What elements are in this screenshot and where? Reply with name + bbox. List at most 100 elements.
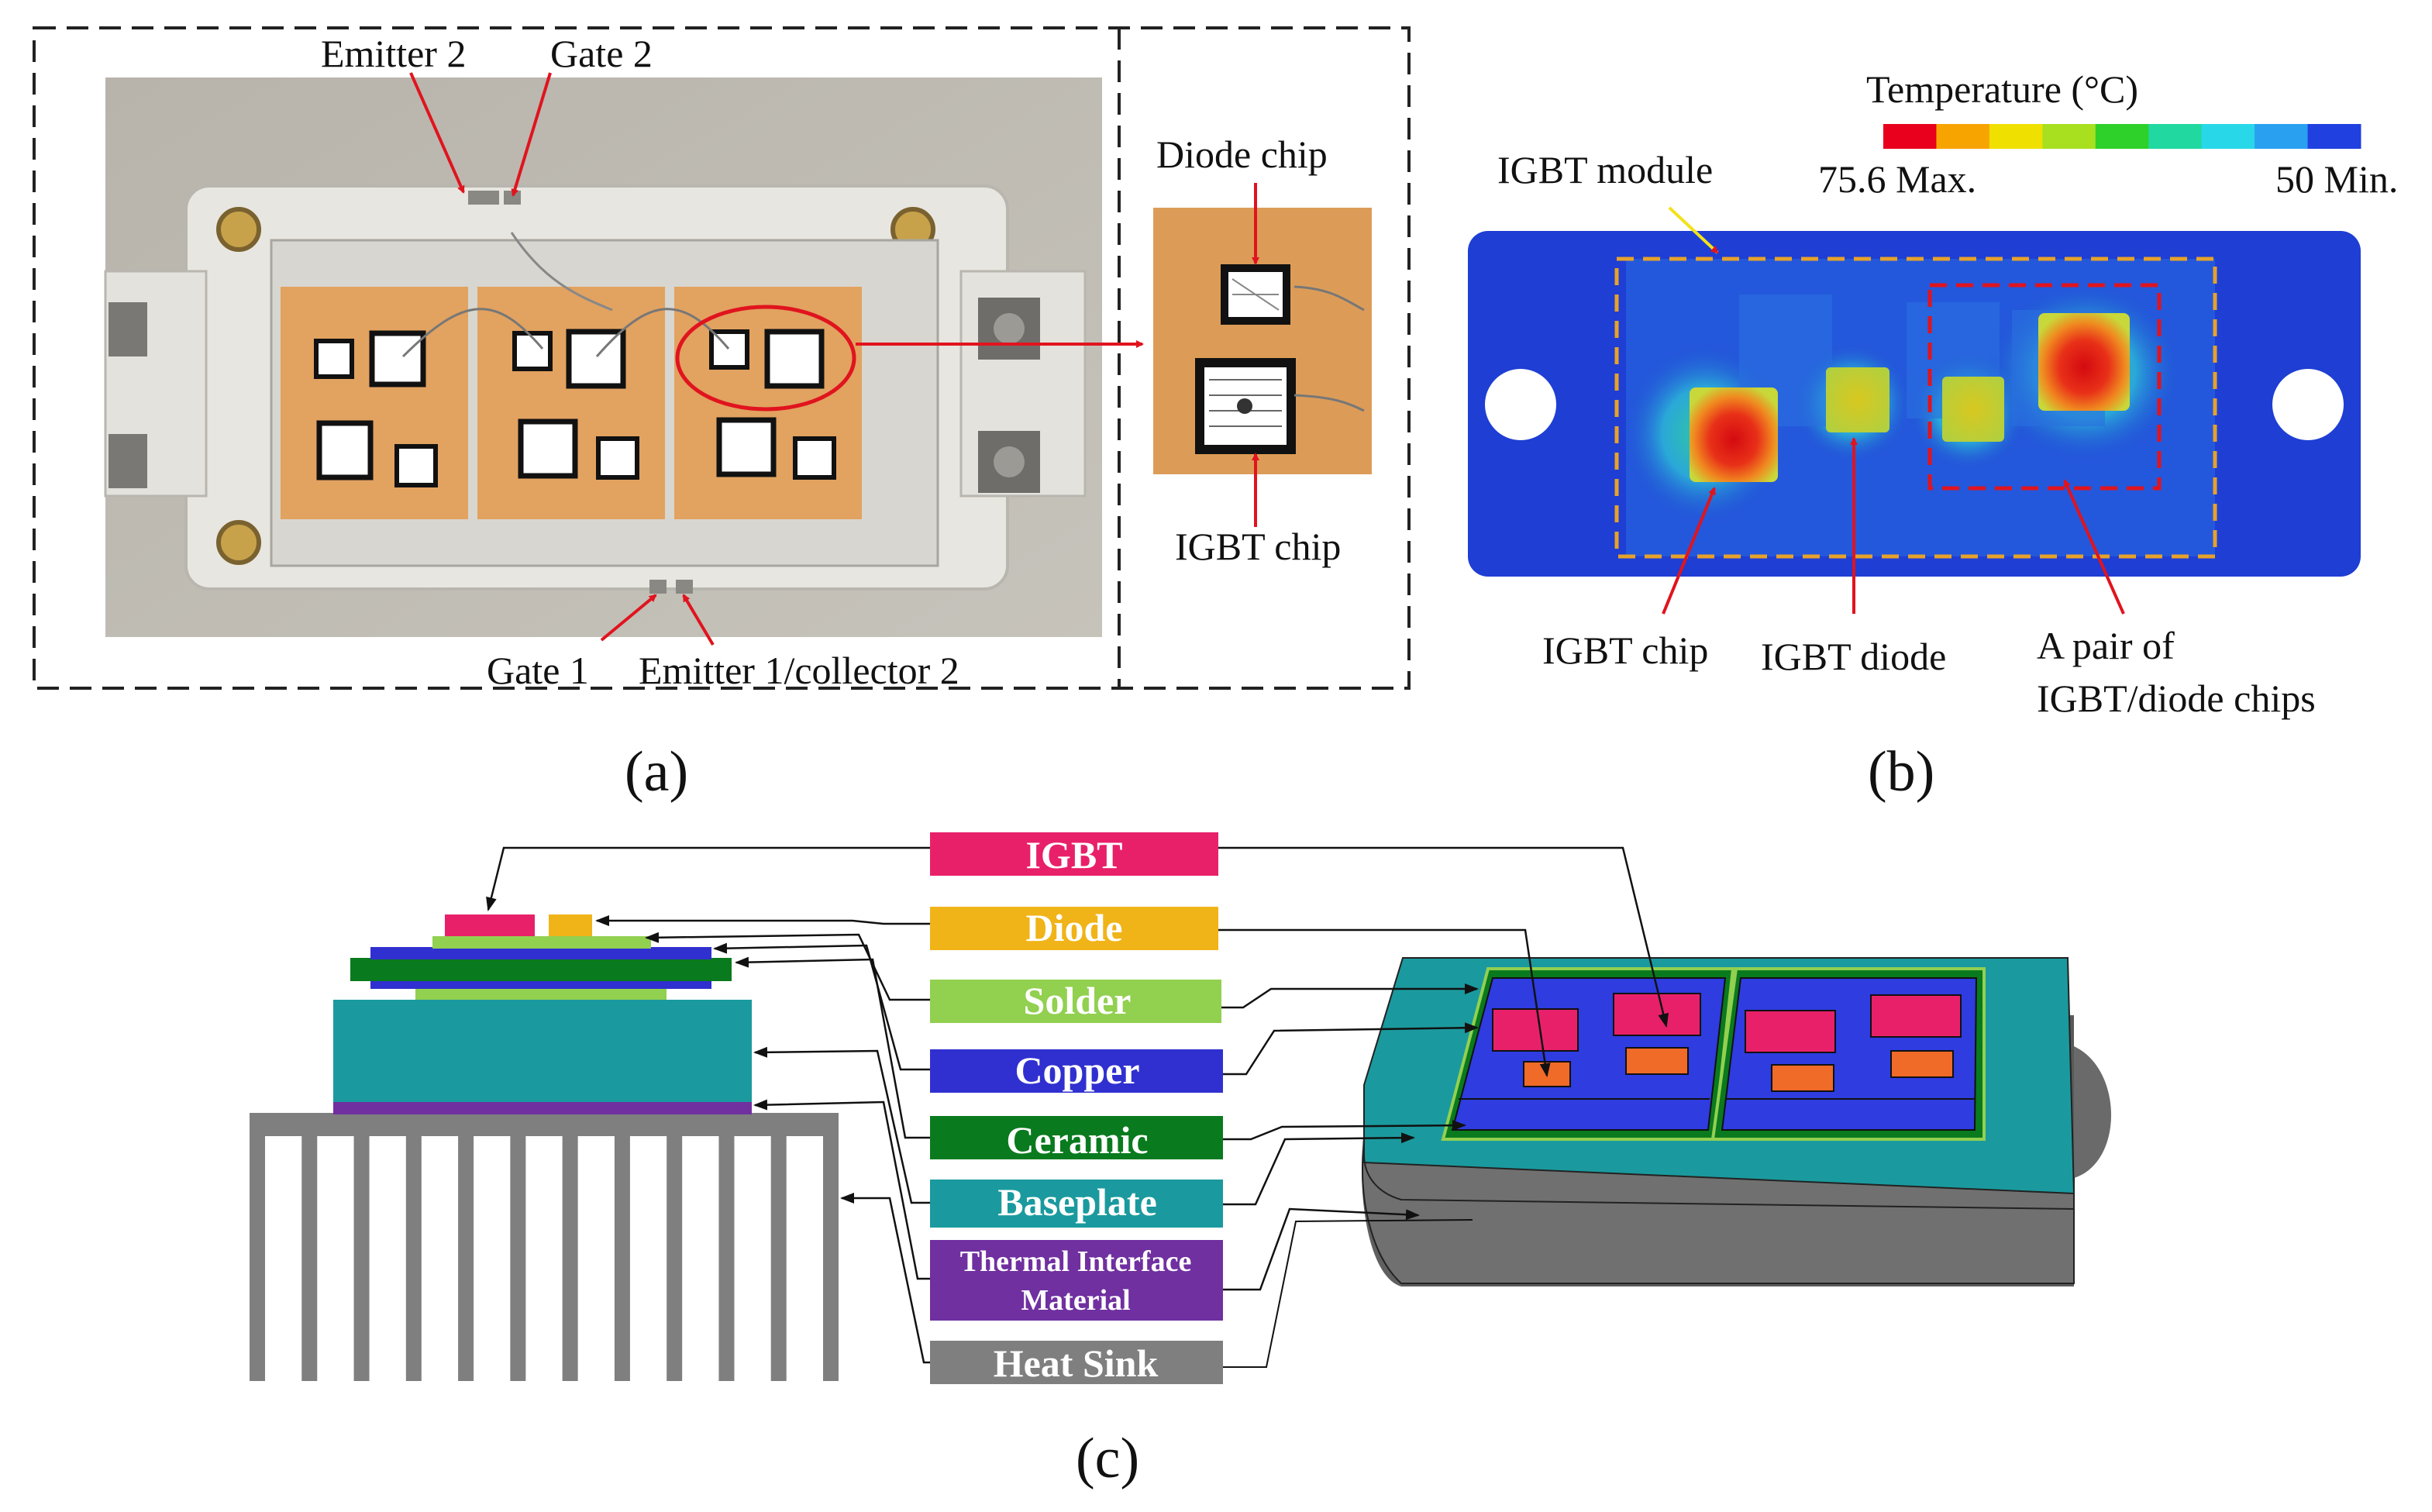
panel-c: IGBT Diode Solder Copper Ceramic Basepla… bbox=[250, 832, 2111, 1490]
igbt-chip-3d bbox=[1870, 994, 1962, 1038]
legend-title: Temperature (°C) bbox=[1866, 67, 2138, 111]
mount-hole bbox=[216, 207, 261, 252]
heatsink-fin bbox=[301, 1136, 318, 1381]
dbc-substrate bbox=[477, 287, 665, 519]
emitter1-arrow bbox=[682, 594, 715, 646]
layer-label-solder: Solder bbox=[1024, 979, 1132, 1022]
heatsink-fin bbox=[614, 1136, 630, 1381]
ceramic-layer bbox=[350, 958, 732, 981]
leader-lines-right bbox=[1218, 846, 1669, 1368]
pair-label-line2: IGBT/diode chips bbox=[2037, 677, 2316, 720]
layer-label-diode: Diode bbox=[1026, 906, 1123, 949]
panel-b-caption: (b) bbox=[1868, 740, 1934, 804]
panel-c-caption: (c) bbox=[1076, 1427, 1139, 1490]
heatsink-fin bbox=[823, 1136, 839, 1381]
module-arrow bbox=[1668, 206, 1719, 254]
module-outline bbox=[1614, 257, 2217, 559]
solder-layer bbox=[432, 936, 651, 949]
gate2-arrow bbox=[511, 72, 552, 197]
layer-stack-cross-section bbox=[250, 914, 839, 1381]
leader-lines-left bbox=[486, 846, 930, 1364]
mount-hole bbox=[216, 520, 261, 565]
zoom-inset bbox=[1153, 208, 1372, 474]
colorbar-segment bbox=[2042, 124, 2096, 149]
terminal-left-bottom bbox=[109, 434, 147, 488]
layer-label-copper: Copper bbox=[1014, 1049, 1139, 1092]
gate1-arrow bbox=[600, 594, 657, 642]
heatsink-top bbox=[250, 1113, 839, 1136]
colorbar-segment bbox=[2307, 124, 2361, 149]
emitter1-label: Emitter 1/collector 2 bbox=[639, 649, 959, 692]
layer-box-solder bbox=[930, 980, 1221, 1023]
colorbar-segment bbox=[1936, 124, 1990, 149]
layer-legend: IGBT Diode Solder Copper Ceramic Basepla… bbox=[930, 832, 1223, 1385]
panel-b: Temperature (°C) 75.6 Max. 50 Min. bbox=[1468, 67, 2398, 804]
solder-bottom bbox=[415, 989, 667, 1000]
diode-chip-3d bbox=[1771, 1064, 1834, 1092]
diode-chip-3d bbox=[1890, 1050, 1954, 1078]
pair-label-line1: A pair of bbox=[2037, 624, 2175, 667]
baseplate-layer bbox=[333, 1000, 752, 1102]
panel-a: Emitter 2 Gate 2 Gate 1 Emitter 1/collec… bbox=[33, 26, 1411, 804]
warm-diode bbox=[1826, 367, 1889, 432]
heatsink-fin bbox=[250, 1136, 265, 1381]
legend-min-label: 50 Min. bbox=[2275, 157, 2398, 201]
chip-callout-label: IGBT chip bbox=[1542, 629, 1708, 672]
gate1-label: Gate 1 bbox=[487, 649, 589, 692]
layer-box-ceramic bbox=[930, 1116, 1223, 1159]
module-photo bbox=[104, 77, 1102, 637]
copper-bottom bbox=[370, 980, 711, 989]
igbt-chip-3d bbox=[1613, 993, 1701, 1036]
highlight-ellipse bbox=[675, 305, 856, 412]
heatsink-fin bbox=[405, 1136, 422, 1381]
dbc-substrate bbox=[281, 287, 468, 519]
heatsink-fin bbox=[562, 1136, 578, 1381]
copper-top bbox=[370, 947, 711, 959]
heatsink-fin bbox=[718, 1136, 735, 1381]
layer-box-tim bbox=[930, 1240, 1223, 1321]
hot-igbt-chip bbox=[1690, 387, 1778, 482]
module-3d-view bbox=[1362, 957, 2111, 1286]
heatsink-fin bbox=[770, 1136, 787, 1381]
temperature-colorbar bbox=[1883, 124, 2361, 149]
igbt-chip-3d bbox=[1745, 1010, 1836, 1053]
layer-box-igbt bbox=[930, 832, 1218, 876]
heatsink-fin bbox=[353, 1136, 370, 1381]
layer-box-copper bbox=[930, 1049, 1223, 1093]
layer-box-heatsink bbox=[930, 1341, 1223, 1384]
diode-chip-block bbox=[549, 914, 592, 936]
warm-diode-2 bbox=[1942, 377, 2004, 442]
colorbar-segment bbox=[1989, 124, 2043, 149]
pair-arrow bbox=[2063, 479, 2125, 615]
mount-hole bbox=[2272, 369, 2344, 440]
layer-label-tim-line2: Material bbox=[1021, 1284, 1130, 1317]
emitter2-label: Emitter 2 bbox=[321, 32, 466, 75]
layer-label-tim: Thermal Interface bbox=[960, 1245, 1192, 1278]
tim-layer bbox=[333, 1102, 752, 1114]
chip-arrow bbox=[1662, 487, 1716, 615]
layer-box-diode bbox=[930, 907, 1218, 950]
heatsink-fins bbox=[250, 1136, 839, 1381]
diode-chip-3d bbox=[1523, 1061, 1571, 1087]
heatsink-fin bbox=[667, 1136, 683, 1381]
igbt-chip-3d bbox=[1492, 1008, 1579, 1052]
diode-callout-label: IGBT diode bbox=[1761, 635, 1946, 678]
panel-a-caption: (a) bbox=[625, 740, 688, 804]
layer-label-baseplate: Baseplate bbox=[997, 1180, 1157, 1224]
gate2-label: Gate 2 bbox=[550, 32, 653, 75]
igbt-chip-label: IGBT chip bbox=[1175, 525, 1341, 568]
emitter2-arrow bbox=[409, 72, 465, 194]
layer-label-ceramic: Ceramic bbox=[1006, 1118, 1148, 1162]
colorbar-segment bbox=[2201, 124, 2255, 149]
diode-chip-label: Diode chip bbox=[1156, 133, 1328, 176]
pair-outline bbox=[1927, 283, 2162, 491]
heatsink-fin bbox=[458, 1136, 474, 1381]
colorbar-segment bbox=[2095, 124, 2149, 149]
layer-box-baseplate bbox=[930, 1180, 1223, 1228]
heatsink-fin bbox=[510, 1136, 526, 1381]
colorbar-segment bbox=[1883, 124, 1937, 149]
terminal-left-top bbox=[109, 302, 147, 356]
panel-a-dashed-frame bbox=[33, 26, 1411, 690]
module-label: IGBT module bbox=[1497, 148, 1713, 191]
